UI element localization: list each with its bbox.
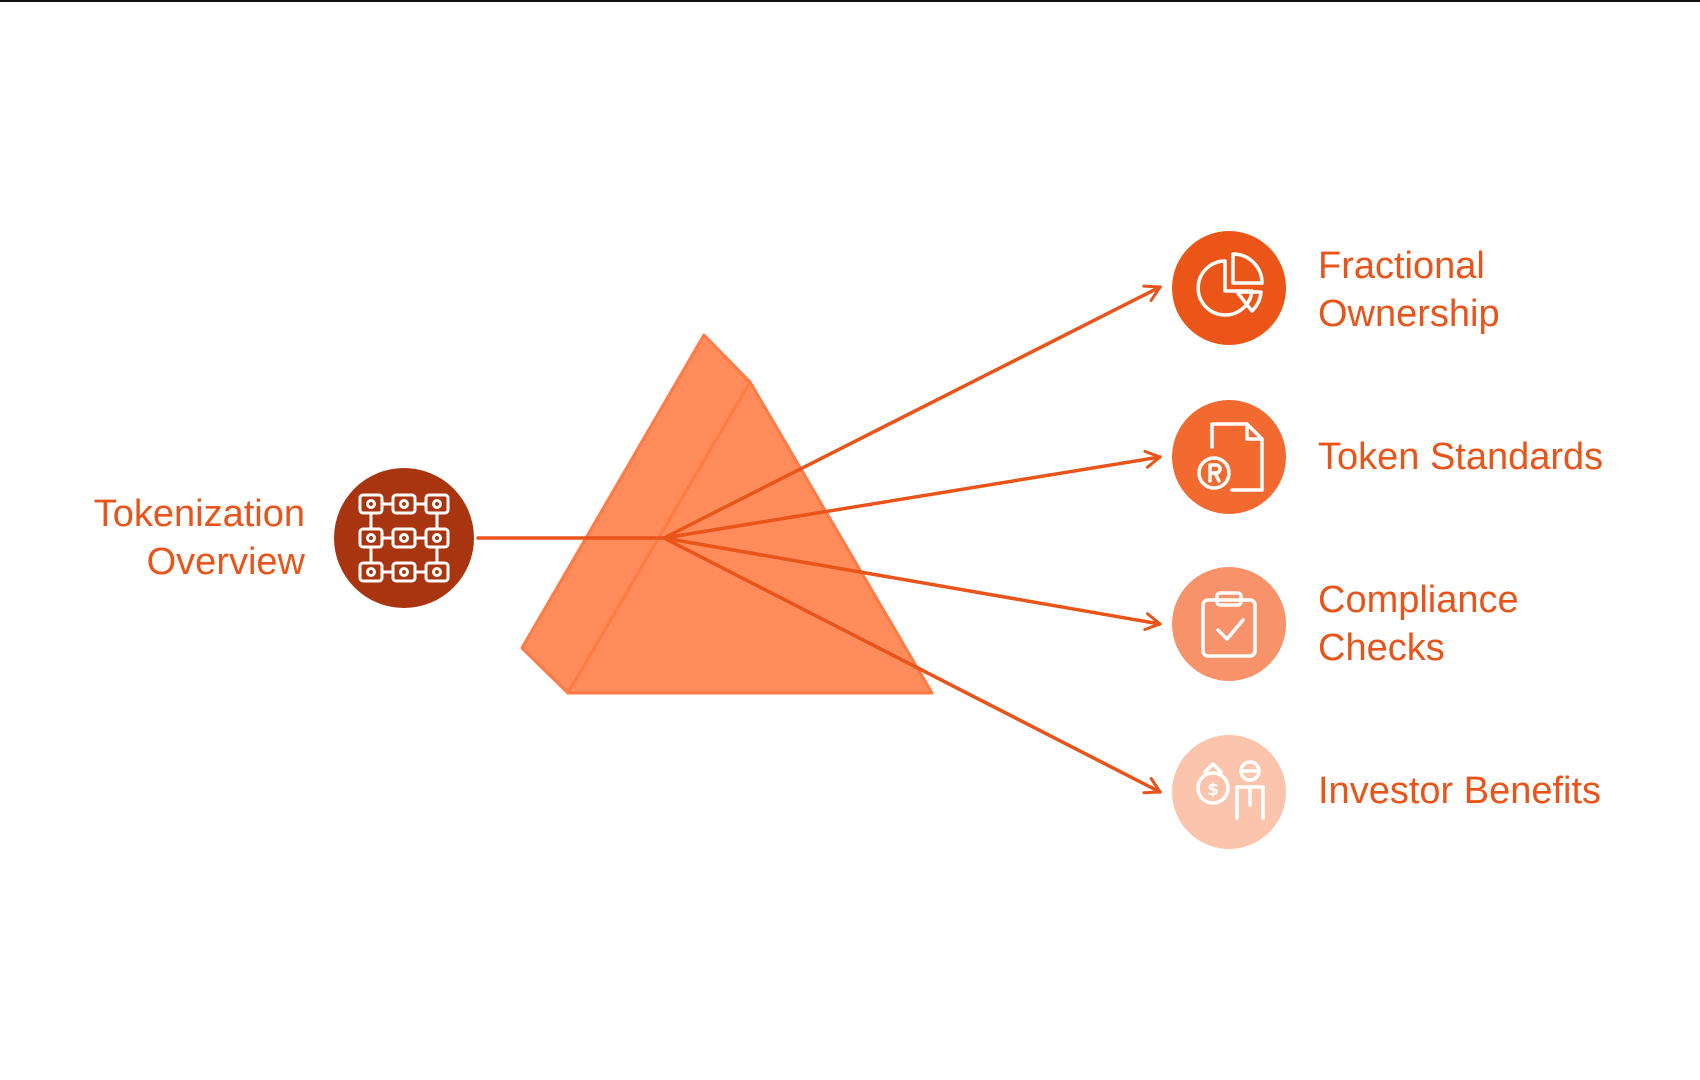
svg-text:$: $ (1207, 780, 1219, 800)
pie-chart-icon (1196, 252, 1264, 317)
arrow-to-investor-benefits (662, 536, 1162, 795)
source-label-line2: Overview (146, 541, 305, 583)
clipboard-check-icon (1201, 591, 1257, 658)
fractional-ownership-label-line1: Fractional (1318, 245, 1485, 287)
arrow-to-compliance-checks (662, 536, 1162, 631)
output-node-investor-benefits: $ (1172, 735, 1286, 849)
fractional-ownership-label-line2: Ownership (1318, 293, 1500, 335)
source-label-line1: Tokenization (93, 493, 305, 535)
compliance-checks-label-line1: Compliance (1318, 579, 1519, 621)
token-standards-label-line1: Token Standards (1318, 436, 1604, 478)
token-standards-label: Token Standards (1318, 433, 1603, 481)
top-border (0, 0, 1700, 2)
arrow-to-token-standards (662, 449, 1162, 540)
investor-benefits-label: Investor Benefits (1318, 767, 1601, 815)
source-node (334, 468, 474, 608)
money-bag-investor-icon: $ (1196, 760, 1265, 820)
investor-benefits-label-line1: Investor Benefits (1318, 770, 1602, 812)
compliance-checks-label-line2: Checks (1318, 627, 1445, 669)
blockchain-grid-icon (358, 493, 450, 583)
output-node-compliance-checks (1172, 567, 1286, 681)
output-node-fractional-ownership (1172, 231, 1286, 345)
fractional-ownership-label: Fractional Ownership (1318, 242, 1500, 338)
prism-shape (520, 333, 934, 695)
source-label: Tokenization Overview (94, 490, 305, 586)
compliance-checks-label: Compliance Checks (1318, 576, 1519, 672)
document-coin-icon (1197, 422, 1264, 492)
arrow-to-fractional-ownership (662, 284, 1162, 540)
output-node-token-standards (1172, 400, 1286, 514)
